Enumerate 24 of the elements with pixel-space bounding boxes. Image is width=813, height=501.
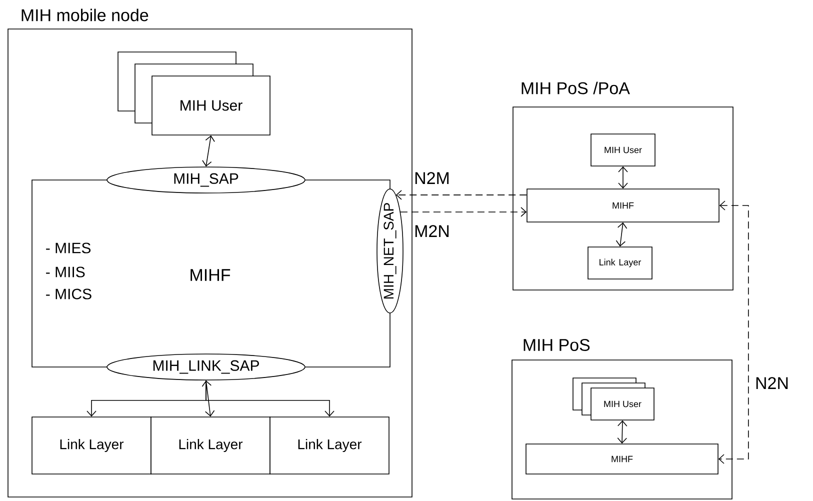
dashed-arrow [400,207,527,217]
arrow [616,222,628,247]
layer-box: MIHF [526,444,718,474]
arrow [617,420,628,444]
arrow [206,380,334,417]
box-heading: MIH PoS [524,338,590,352]
arrow [202,380,215,417]
stacked-boxes: MIH User [118,52,270,136]
stacked-boxes: MIH User [572,378,654,420]
box-heading: MIH mobile node [22,8,148,22]
dashed-arrow [396,190,527,200]
edge-label: M2N [413,224,451,238]
layer-box: MIHF [526,188,720,222]
layer-box: Link Layer [588,246,652,280]
edge-label: N2M [413,171,451,185]
layer-box: Link Layer [32,416,152,474]
arrow [618,166,628,189]
edge-label: N2N [754,376,790,390]
layer-box: Link Layer [270,416,390,474]
box-heading: MIH PoS /PoA [522,82,630,94]
arrow [202,135,215,167]
dashed-arrow [718,200,749,464]
layer-box: Link Layer [150,416,270,474]
layer-box: MIH User [590,134,656,166]
